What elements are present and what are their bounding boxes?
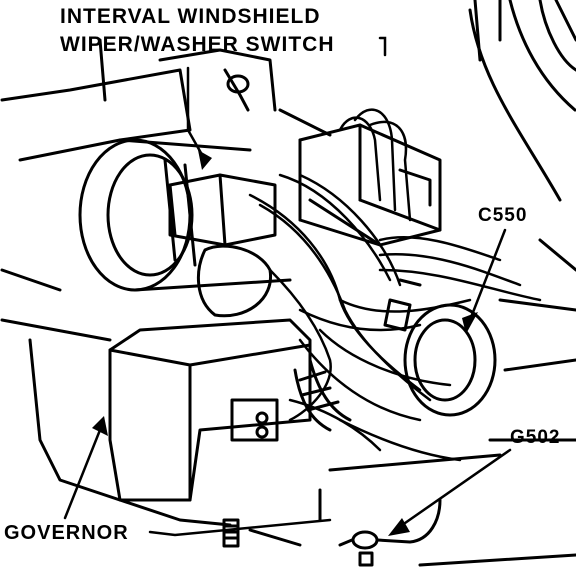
c550-label: C550 bbox=[478, 205, 528, 226]
g502-arrow bbox=[393, 448, 512, 532]
g502-ground bbox=[338, 498, 442, 567]
c550-arrow bbox=[468, 228, 507, 322]
wiper-arrowhead bbox=[198, 150, 212, 170]
g502-arrowhead bbox=[388, 518, 410, 536]
c550-connector bbox=[383, 278, 497, 417]
wiper-switch-arrow bbox=[186, 36, 387, 162]
wiper-switch-label-line1: INTERVAL WINDSHIELD bbox=[60, 5, 321, 28]
bolt-stud bbox=[222, 518, 240, 548]
governor-box bbox=[108, 318, 312, 502]
governor-arrow bbox=[63, 428, 332, 537]
governor-label: GOVERNOR bbox=[4, 522, 129, 544]
g502-label: G502 bbox=[510, 427, 561, 448]
steering-column bbox=[78, 138, 292, 292]
governor-harness bbox=[293, 358, 352, 432]
wiring-harness bbox=[248, 108, 542, 462]
wiper-switch-label-line2: WIPER/WASHER SWITCH bbox=[60, 33, 335, 56]
governor-arrowhead bbox=[92, 416, 108, 436]
connector-block bbox=[298, 123, 442, 247]
c550-arrowhead bbox=[462, 312, 478, 334]
wiper-switch bbox=[168, 68, 277, 318]
